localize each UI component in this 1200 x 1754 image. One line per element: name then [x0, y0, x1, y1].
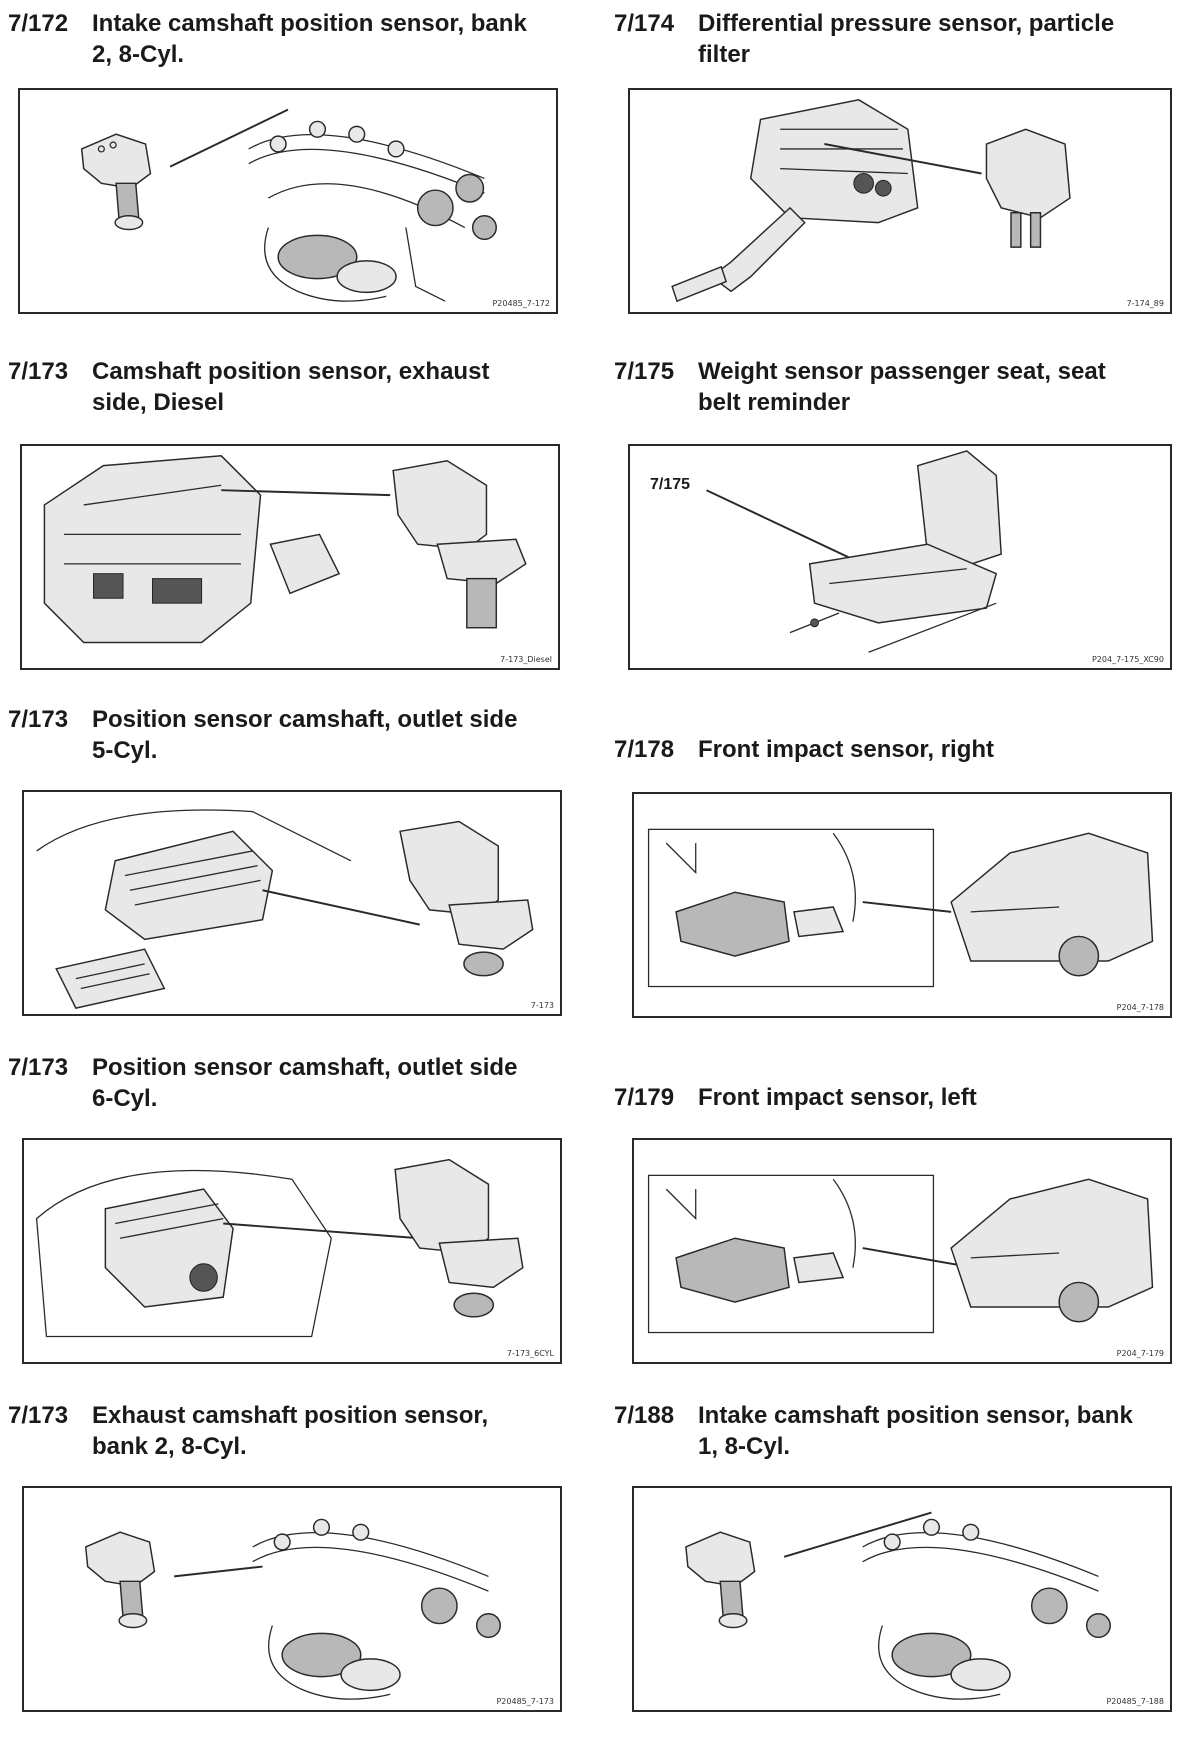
entry-title: Weight sensor passenger seat, seat belt …: [698, 358, 1106, 416]
entry-7-178: 7/178 Front impact sensor, right: [614, 734, 1149, 765]
figure-seat-weight-sensor: 7/175 P204_7-175_XC90: [628, 444, 1172, 670]
figure-exhaust-cam-sensor-bank2: P20485_7-173: [22, 1486, 562, 1712]
diesel-engine-bay-illustration: [43, 455, 527, 644]
entry-7-174: 7/174 Differential pressure sensor, part…: [614, 8, 1149, 70]
diesel-engine-filter-illustration: [671, 99, 1071, 303]
entry-code: 7/188: [614, 1402, 675, 1429]
entry-code: 7/175: [614, 358, 675, 385]
entry-title: Front impact sensor, right: [698, 736, 995, 763]
figure-reference: 7-173_Diesel: [500, 655, 552, 664]
figure-camshaft-sensor-6cyl: 7-173_6CYL: [22, 1138, 562, 1364]
camshaft-engine-illustration: [84, 1518, 501, 1700]
figure-reference: P204_7-175_XC90: [1091, 655, 1164, 664]
figure-reference: P204_7-179: [1116, 1349, 1164, 1358]
entry-7-173-bank2: 7/173 Exhaust camshaft position sensor, …: [8, 1400, 543, 1462]
entry-heading: 7/179 Front impact sensor, left: [614, 1082, 1149, 1113]
impact-sensor-car-illustration: [647, 1174, 1154, 1334]
camshaft-engine-illustration: [80, 108, 497, 302]
figure-front-impact-sensor-left: P204_7-179: [632, 1138, 1172, 1364]
entry-code: 7/174: [614, 10, 675, 37]
camshaft-engine-illustration: [685, 1511, 1111, 1700]
entry-title: Differential pressure sensor, particle f…: [698, 10, 1115, 68]
figure-reference: 7-173_6CYL: [506, 1349, 554, 1358]
figure-differential-pressure-sensor: 7-174_89: [628, 88, 1172, 314]
passenger-seat-illustration: [706, 450, 1002, 653]
entry-code: 7/172: [8, 10, 69, 37]
entry-title: Exhaust camshaft position sensor, bank 2…: [92, 1402, 489, 1460]
entry-heading: 7/188 Intake camshaft position sensor, b…: [614, 1400, 1149, 1462]
entry-title: Front impact sensor, left: [698, 1084, 977, 1111]
entry-code: 7/179: [614, 1084, 675, 1111]
figure-reference: P20485_7-172: [492, 299, 550, 308]
entry-heading: 7/172 Intake camshaft position sensor, b…: [8, 8, 543, 70]
entry-7-173-5cyl: 7/173 Position sensor camshaft, outlet s…: [8, 704, 543, 766]
figure-reference: P20485_7-173: [496, 1697, 554, 1706]
entry-heading: 7/173 Camshaft position sensor, exhaust …: [8, 356, 543, 418]
entry-title: Position sensor camshaft, outlet side 6-…: [92, 1054, 518, 1112]
entry-7-188: 7/188 Intake camshaft position sensor, b…: [614, 1400, 1149, 1462]
figure-intake-cam-sensor-bank2: P20485_7-172: [18, 88, 558, 314]
figure-reference: 7-173: [530, 1001, 554, 1010]
figure-camshaft-sensor-5cyl: 7-173: [22, 790, 562, 1016]
five-cylinder-engine-bay-illustration: [36, 809, 534, 1009]
entry-heading: 7/174 Differential pressure sensor, part…: [614, 8, 1149, 70]
figure-camshaft-sensor-diesel: 7-173_Diesel: [20, 444, 560, 670]
six-cylinder-engine-bay-illustration: [35, 1158, 524, 1338]
entry-7-175: 7/175 Weight sensor passenger seat, seat…: [614, 356, 1149, 418]
callout-label: 7/175: [650, 476, 691, 493]
entry-7-173-6cyl: 7/173 Position sensor camshaft, outlet s…: [8, 1052, 543, 1114]
figure-reference: P20485_7-188: [1106, 1697, 1164, 1706]
figure-front-impact-sensor-right: P204_7-178: [632, 792, 1172, 1018]
entry-code: 7/178: [614, 736, 675, 763]
entry-code: 7/173: [8, 706, 69, 733]
entry-code: 7/173: [8, 1402, 69, 1429]
entry-heading: 7/175 Weight sensor passenger seat, seat…: [614, 356, 1149, 418]
figure-reference: 7-174_89: [1126, 299, 1164, 308]
entry-title: Intake camshaft position sensor, bank 2,…: [92, 10, 527, 68]
entry-title: Camshaft position sensor, exhaust side, …: [92, 358, 490, 416]
entry-7-172: 7/172 Intake camshaft position sensor, b…: [8, 8, 543, 70]
entry-7-179: 7/179 Front impact sensor, left: [614, 1082, 1149, 1113]
entry-title: Position sensor camshaft, outlet side 5-…: [92, 706, 518, 764]
entry-heading: 7/173 Position sensor camshaft, outlet s…: [8, 1052, 543, 1114]
figure-reference: P204_7-178: [1116, 1003, 1164, 1012]
entry-heading: 7/173 Position sensor camshaft, outlet s…: [8, 704, 543, 766]
entry-heading: 7/173 Exhaust camshaft position sensor, …: [8, 1400, 543, 1462]
entry-title: Intake camshaft position sensor, bank 1,…: [698, 1402, 1133, 1460]
entry-heading: 7/178 Front impact sensor, right: [614, 734, 1149, 765]
impact-sensor-car-illustration: [647, 828, 1154, 988]
entry-7-173-diesel: 7/173 Camshaft position sensor, exhaust …: [8, 356, 543, 418]
figure-intake-cam-sensor-bank1: P20485_7-188: [632, 1486, 1172, 1712]
entry-code: 7/173: [8, 358, 69, 385]
entry-code: 7/173: [8, 1054, 69, 1081]
